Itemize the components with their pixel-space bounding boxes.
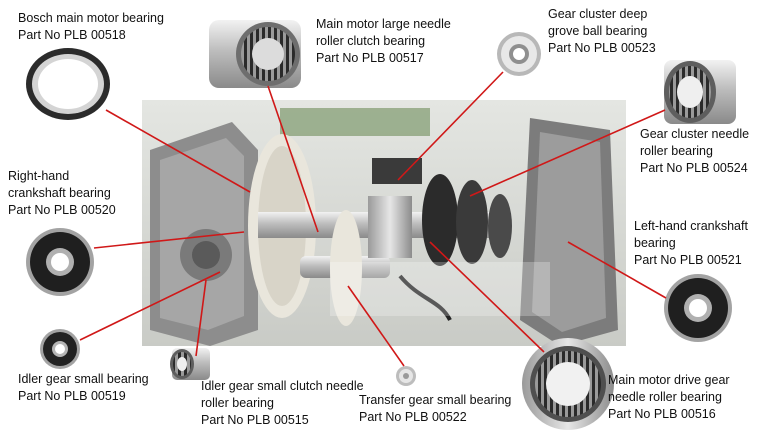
label-line: bearing xyxy=(634,236,676,250)
leader-line xyxy=(195,279,207,357)
leader-line xyxy=(347,285,405,367)
label-line: roller clutch bearing xyxy=(316,34,426,48)
label-transfer-gear-small-bearing: Transfer gear small bearing Part No PLB … xyxy=(359,392,511,426)
label-line: roller bearing xyxy=(640,144,713,158)
label-line: Part No PLB 00521 xyxy=(634,253,742,267)
deep-groove-ball-bearing-icon xyxy=(497,32,541,76)
label-line: Part No PLB 00515 xyxy=(201,413,309,427)
label-line: Transfer gear small bearing xyxy=(359,393,512,407)
sealed-ball-bearing-icon xyxy=(664,274,732,342)
label-bosch-main-motor-bearing: Bosch main motor bearing Part No PLB 005… xyxy=(18,10,164,44)
label-main-motor-drive-gear-bearing: Main motor drive gear needle roller bear… xyxy=(608,372,730,423)
leader-line xyxy=(567,241,667,299)
label-gear-cluster-needle-bearing: Gear cluster needle roller bearing Part … xyxy=(640,126,749,177)
label-line: Part No PLB 00519 xyxy=(18,389,126,403)
label-line: Right-hand xyxy=(8,169,70,183)
label-right-hand-crankshaft-bearing: Right-hand crankshaft bearing Part No PL… xyxy=(8,168,116,219)
label-line: Part No PLB 00524 xyxy=(640,161,748,175)
label-gear-cluster-deep-groove-bearing: Gear cluster deep grove ball bearing Par… xyxy=(548,6,656,57)
label-line: grove ball bearing xyxy=(548,24,648,38)
label-line: Part No PLB 00517 xyxy=(316,51,424,65)
label-line: Main motor large needle xyxy=(316,17,451,31)
leader-line xyxy=(469,109,666,197)
sealed-ball-bearing-icon xyxy=(26,228,94,296)
leader-line xyxy=(105,109,251,193)
label-line: Idler gear small clutch needle xyxy=(201,379,364,393)
motor-assembly-photo xyxy=(142,100,626,346)
small-needle-bearing-icon xyxy=(170,348,210,380)
leader-lines xyxy=(79,71,667,367)
label-line: Part No PLB 00518 xyxy=(18,28,126,42)
label-line: Part No PLB 00522 xyxy=(359,410,467,424)
label-line: roller bearing xyxy=(201,396,274,410)
label-line: Main motor drive gear xyxy=(608,373,730,387)
leader-line xyxy=(267,85,319,233)
label-line: Idler gear small bearing xyxy=(18,372,149,386)
label-idler-gear-small-bearing: Idler gear small bearing Part No PLB 005… xyxy=(18,371,149,405)
needle-bearing-icon xyxy=(522,338,614,430)
label-line: crankshaft bearing xyxy=(8,186,111,200)
label-line: Bosch main motor bearing xyxy=(18,11,164,25)
small-ball-bearing-icon xyxy=(40,329,80,369)
label-line: Gear cluster deep xyxy=(548,7,648,21)
leader-line xyxy=(79,271,221,341)
label-idler-gear-small-clutch-bearing: Idler gear small clutch needle roller be… xyxy=(201,378,364,429)
label-line: Gear cluster needle xyxy=(640,127,750,141)
needle-bearing-icon xyxy=(664,60,736,124)
label-line: Left-hand crankshaft xyxy=(634,219,748,233)
leader-line xyxy=(397,71,504,181)
label-main-motor-large-needle-bearing: Main motor large needle roller clutch be… xyxy=(316,16,451,67)
label-left-hand-crankshaft-bearing: Left-hand crankshaft bearing Part No PLB… xyxy=(634,218,748,269)
label-line: Part No PLB 00523 xyxy=(548,41,656,55)
leader-line xyxy=(93,231,245,249)
label-line: Part No PLB 00520 xyxy=(8,203,116,217)
label-line: needle roller bearing xyxy=(608,390,722,404)
needle-bearing-icon xyxy=(209,20,301,88)
tiny-ball-bearing-icon xyxy=(396,366,416,386)
bearing-icon xyxy=(26,48,110,120)
label-line: Part No PLB 00516 xyxy=(608,407,716,421)
leader-line xyxy=(429,241,545,353)
